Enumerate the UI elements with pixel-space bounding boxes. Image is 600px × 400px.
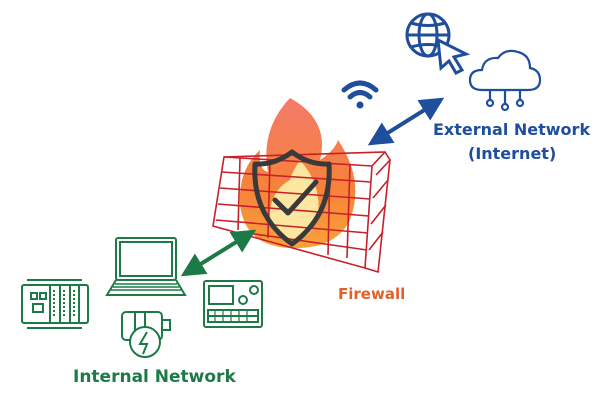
firewall-label: Firewall <box>338 285 406 303</box>
external-network-sublabel: (Internet) <box>468 144 557 163</box>
motor-icon <box>121 311 171 358</box>
shield-check-icon <box>252 149 332 247</box>
external-network-label: External Network <box>433 120 591 139</box>
internal-network-label: Internal Network <box>73 367 236 387</box>
firewall-wall-icon <box>212 151 391 274</box>
internal-link-arrow <box>180 229 257 277</box>
external-link-arrow <box>367 97 445 146</box>
plc-icon <box>21 279 89 329</box>
cloud-network-icon <box>468 49 542 112</box>
control-panel-icon <box>203 280 263 328</box>
laptop-icon <box>105 237 187 296</box>
wifi-icon <box>341 80 379 109</box>
globe-cursor-icon <box>405 12 471 75</box>
